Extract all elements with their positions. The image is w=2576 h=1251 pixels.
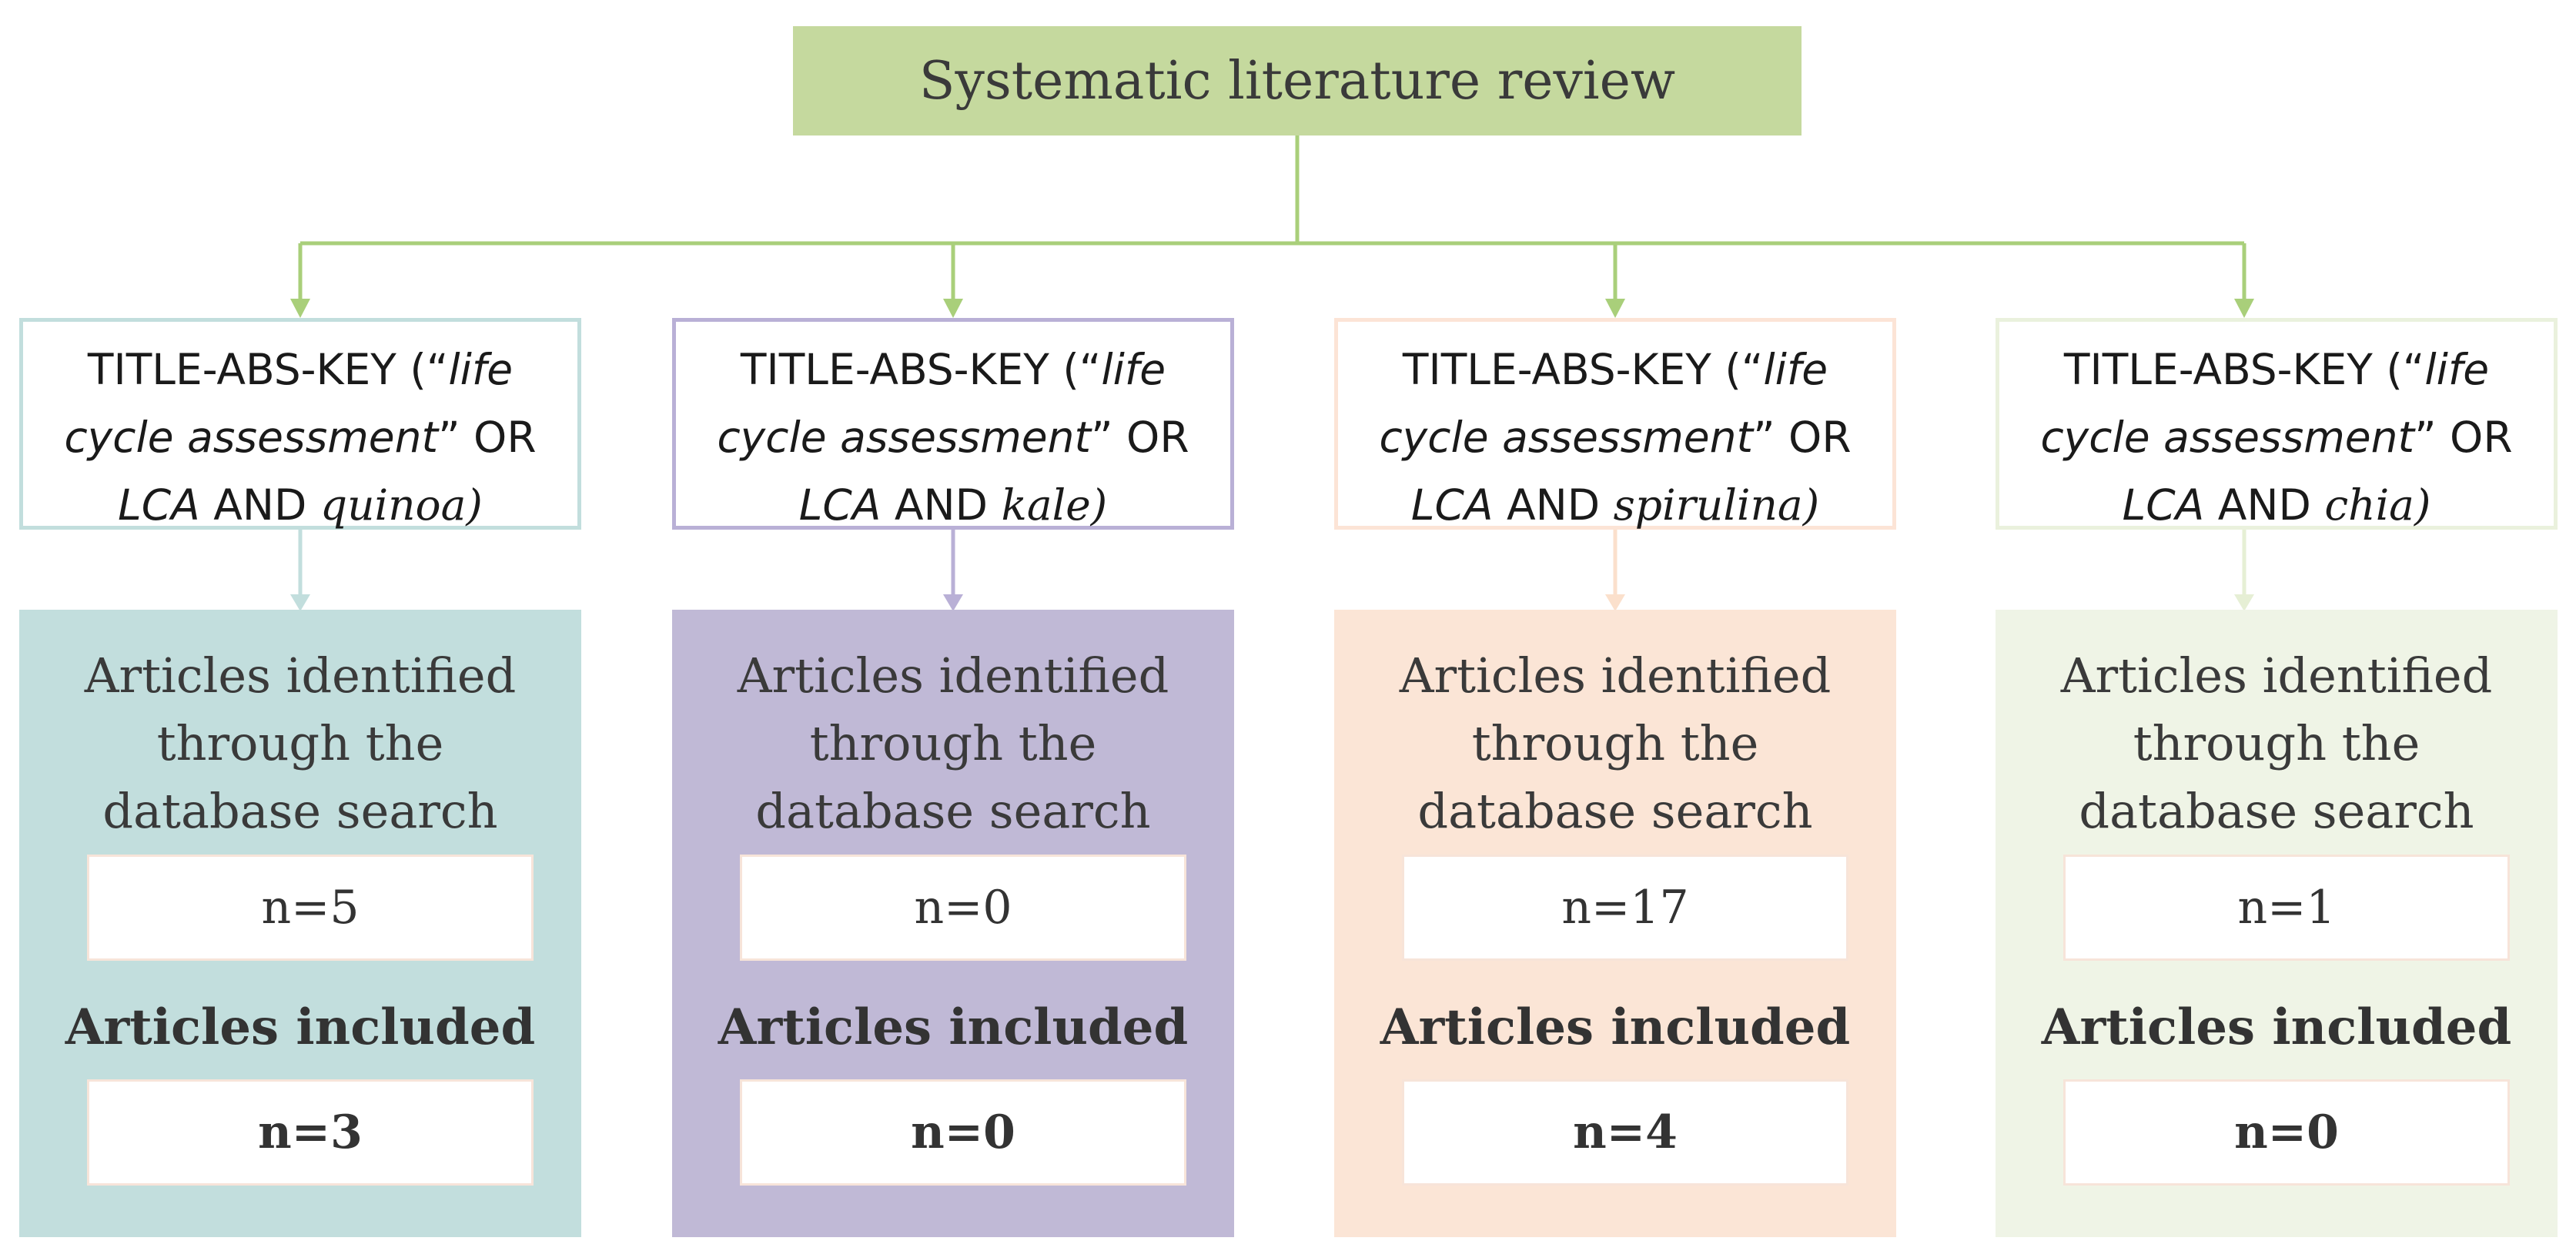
identified-label-line: through the xyxy=(1471,715,1759,771)
query-line: cycle assessment” OR xyxy=(676,403,1230,471)
query-prefix: TITLE-ABS-KEY (“ xyxy=(2063,345,2425,394)
identified-label-line: Articles identified xyxy=(737,647,1169,704)
included-label: Articles included xyxy=(1380,998,1851,1056)
query-lca: LCA xyxy=(118,480,200,530)
arrow-head xyxy=(943,299,963,318)
arrow-head xyxy=(2234,299,2254,318)
query-prefix: TITLE-ABS-KEY (“ xyxy=(740,345,1102,394)
query-line: TITLE-ABS-KEY (“life xyxy=(23,336,577,403)
arrow-head xyxy=(2234,594,2254,611)
arrow-head xyxy=(1605,299,1625,318)
result-box: Articles identified through the database s… xyxy=(672,610,1234,1237)
query-prefix: TITLE-ABS-KEY (“ xyxy=(87,345,449,394)
included-count: n=4 xyxy=(1402,1079,1848,1186)
query-line: LCA AND spirulina) xyxy=(1338,471,1892,539)
query-and: AND xyxy=(1493,480,1614,530)
query-term: chia) xyxy=(2324,480,2431,530)
query-cycle-assessment: cycle assessment xyxy=(1379,413,1754,462)
query-line: cycle assessment” OR xyxy=(23,403,577,471)
identified-label: Articles identified through the database s… xyxy=(1357,642,1873,845)
query-line: TITLE-ABS-KEY (“life xyxy=(1338,336,1892,403)
included-label: Articles included xyxy=(718,998,1189,1056)
identified-count: n=17 xyxy=(1402,855,1848,961)
identified-label-line: Articles identified xyxy=(2060,647,2493,704)
query-line: LCA AND quinoa) xyxy=(23,471,577,539)
query-term: kale) xyxy=(1001,480,1108,530)
identified-label-line: Articles identified xyxy=(1399,647,1832,704)
query-lca: LCA xyxy=(1410,480,1494,530)
query-cycle-assessment: cycle assessment xyxy=(64,413,439,462)
identified-label-line: database search xyxy=(102,783,498,839)
query-cycle-assessment: cycle assessment xyxy=(2040,413,2415,462)
included-count: n=0 xyxy=(2063,1079,2510,1186)
arrow-head xyxy=(290,594,310,611)
query-lca: LCA xyxy=(798,480,882,530)
query-lca: LCA xyxy=(2122,480,2205,530)
query-line: LCA AND kale) xyxy=(676,471,1230,539)
query-and: AND xyxy=(199,480,320,530)
query-line: LCA AND chia) xyxy=(1999,471,2554,539)
included-count: n=3 xyxy=(87,1079,534,1186)
identified-label-line: through the xyxy=(156,715,444,771)
query-or: ” OR xyxy=(1091,413,1189,462)
query-term: quinoa) xyxy=(319,480,483,530)
identified-label-line: through the xyxy=(2133,715,2420,771)
query-line: TITLE-ABS-KEY (“life xyxy=(676,336,1230,403)
query-line: cycle assessment” OR xyxy=(1999,403,2554,471)
query-term: spirulina) xyxy=(1613,480,1820,530)
identified-count: n=5 xyxy=(87,855,534,961)
result-box: Articles identified through the database s… xyxy=(1996,610,2558,1237)
result-box: Articles identified through the database s… xyxy=(19,610,581,1237)
identified-label-line: database search xyxy=(755,783,1151,839)
title-text: Systematic literature review xyxy=(918,50,1676,112)
query-and: AND xyxy=(881,480,1002,530)
arrow-head xyxy=(290,299,310,318)
title-box: Systematic literature review xyxy=(793,26,1802,135)
included-count: n=0 xyxy=(740,1079,1186,1186)
query-cycle-assessment: cycle assessment xyxy=(717,413,1092,462)
identified-label-line: through the xyxy=(809,715,1097,771)
identified-label-line: database search xyxy=(1417,783,1813,839)
included-label: Articles included xyxy=(2041,998,2512,1056)
identified-label-line: Articles identified xyxy=(84,647,517,704)
identified-count: n=1 xyxy=(2063,855,2510,961)
query-life: life xyxy=(1101,345,1166,394)
query-line: cycle assessment” OR xyxy=(1338,403,1892,471)
query-or: ” OR xyxy=(438,413,537,462)
arrow-head xyxy=(1605,594,1625,611)
identified-count: n=0 xyxy=(740,855,1186,961)
query-and: AND xyxy=(2204,480,2325,530)
identified-label: Articles identified through the database s… xyxy=(695,642,1211,845)
query-or: ” OR xyxy=(2414,413,2513,462)
query-line: TITLE-ABS-KEY (“life xyxy=(1999,336,2554,403)
identified-label: Articles identified through the database s… xyxy=(42,642,558,845)
included-label: Articles included xyxy=(65,998,536,1056)
identified-label-line: database search xyxy=(2079,783,2474,839)
arrow-head xyxy=(943,594,963,611)
result-box: Articles identified through the database s… xyxy=(1334,610,1896,1237)
query-life: life xyxy=(2424,345,2490,394)
query-life: life xyxy=(1763,345,1828,394)
query-or: ” OR xyxy=(1753,413,1852,462)
query-prefix: TITLE-ABS-KEY (“ xyxy=(1402,345,1764,394)
query-life: life xyxy=(448,345,514,394)
identified-label: Articles identified through the database s… xyxy=(2019,642,2534,845)
